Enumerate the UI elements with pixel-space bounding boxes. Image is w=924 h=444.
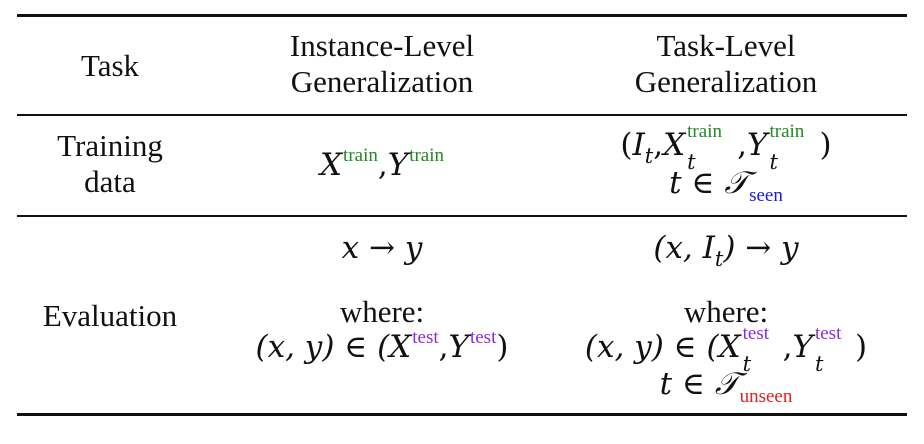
sub-t-X: t [687, 150, 696, 174]
symbol-Y: Y [387, 147, 409, 183]
comma: , [737, 127, 748, 163]
symbol-t: t [669, 164, 682, 201]
map-open: (x, [653, 230, 703, 266]
pair-xy: (x, y) ∈ ( [584, 328, 719, 365]
sup-test-X: test [412, 326, 439, 348]
open-paren: ( [620, 127, 633, 163]
symbol-I: I [632, 127, 645, 163]
instance-mapping: x → y [341, 230, 423, 266]
row-label-evaluation: Evaluation [30, 298, 190, 334]
training-label-line2: data [84, 163, 136, 199]
sup-test-Y: test [814, 322, 842, 344]
symbol-Y: Y [792, 328, 813, 365]
symbol-Y: Y [448, 328, 469, 365]
sub-t-Y: t [769, 150, 778, 174]
comma: , [438, 328, 449, 365]
instance-test-pair: (x, y) ∈ (Xtest,Ytest) [222, 326, 542, 366]
instance-where: where: [339, 294, 425, 329]
sup-sub-X: test t [741, 324, 783, 375]
comma: , [782, 328, 793, 365]
sub-t-X: t [742, 351, 752, 376]
evaluation-label: Evaluation [42, 298, 178, 333]
evaluation-instance-formula: x → y [222, 230, 542, 267]
element-of: ∈ [682, 366, 705, 403]
symbol-T: 𝒯 [714, 366, 739, 403]
comma: , [653, 127, 664, 163]
sup-test-X: test [742, 322, 770, 344]
symbol-X: X [319, 147, 343, 183]
sub-t: t [644, 144, 654, 168]
header-instance-line1: Instance-Level [289, 28, 475, 63]
header-instance-line2: Generalization [290, 63, 474, 99]
symbol-t: t [659, 366, 673, 403]
symbol-X: X [389, 328, 412, 365]
comma: , [377, 147, 388, 183]
header-instance: Instance-Level Generalization [222, 28, 542, 99]
sup-train-Y: train [409, 145, 445, 166]
symbol-X: X [718, 328, 741, 365]
header-rule [17, 114, 907, 116]
row-label-training: Training data [40, 128, 180, 199]
header-task-text: Task [80, 48, 140, 83]
task-mapping: (x, It) → y [566, 230, 886, 271]
map-close: ) → y [723, 230, 799, 266]
header-tasklevel-line2: Generalization [634, 63, 818, 99]
symbol-I: I [702, 230, 715, 266]
evaluation-instance-where: where: (x, y) ∈ (Xtest,Ytest) [222, 294, 542, 365]
training-task-line2: t ∈ 𝒯seen [566, 164, 886, 206]
header-task: Task [40, 48, 180, 84]
close-paren: ) [496, 328, 509, 365]
symbol-Y: Y [747, 127, 768, 163]
close-paren: ) [819, 127, 832, 163]
sub-t-Y: t [814, 351, 824, 376]
sup-train-X: train [343, 145, 378, 166]
sup-train-X: train [687, 121, 722, 142]
symbol-X: X [663, 127, 686, 163]
sup-test-Y: test [469, 326, 497, 348]
sup-sub-Y: train t [767, 122, 819, 173]
element-of: ∈ [691, 164, 715, 201]
header-tasklevel-line1: Task-Level [656, 28, 796, 63]
sub-unseen: unseen [739, 386, 793, 408]
top-rule [17, 14, 907, 17]
task-unseen-line: t ∈ 𝒯unseen [566, 366, 886, 407]
sub-seen: seen [749, 184, 783, 206]
pair-xy: (x, y) ∈ ( [255, 328, 390, 365]
symbol-T: 𝒯 [724, 164, 749, 201]
training-label-line1: Training [57, 128, 163, 163]
task-where: where: [683, 294, 769, 329]
sup-sub-Y: test t [813, 324, 855, 375]
evaluation-task-formula: (x, It) → y [566, 230, 886, 271]
sup-sub-X: train t [685, 122, 737, 173]
training-instance-formula: Xtrain,Ytrain [222, 145, 542, 184]
sub-t: t [714, 247, 724, 271]
close-paren: ) [854, 328, 868, 365]
sup-train-Y: train [769, 121, 805, 142]
row-rule [17, 215, 907, 217]
bottom-rule [17, 413, 907, 416]
header-tasklevel: Task-Level Generalization [566, 28, 886, 99]
